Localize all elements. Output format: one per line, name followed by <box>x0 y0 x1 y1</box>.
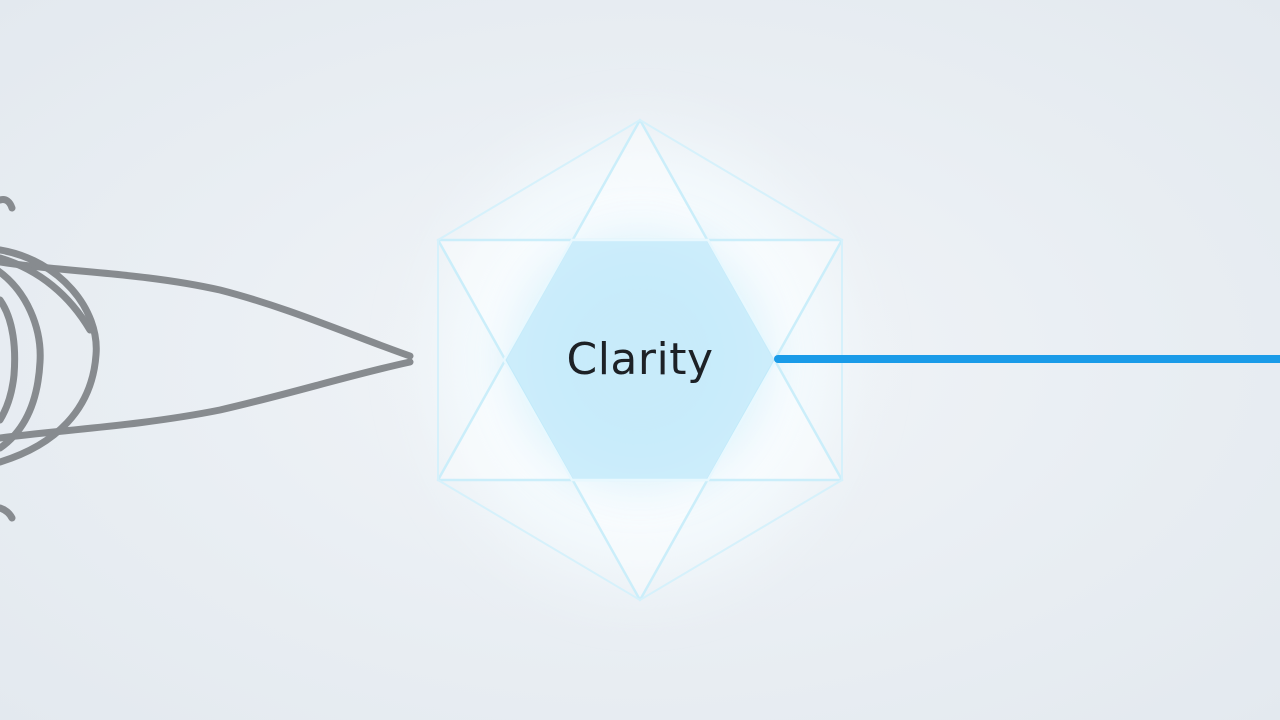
tangle-loop-outer <box>0 246 100 466</box>
tangle-loop-inner <box>0 296 19 424</box>
star-inner-hexagon <box>502 238 778 482</box>
tangle-loop-middle <box>0 268 44 452</box>
tangle-cross-strand <box>0 254 94 334</box>
tangle-strand-upper <box>0 258 414 360</box>
clarity-label: Clarity <box>566 334 714 385</box>
tangle-edge-arc-top <box>0 196 16 212</box>
tangled-lines <box>0 196 414 522</box>
tangle-edge-arc-bottom <box>0 504 16 522</box>
star-hexagon-outline <box>437 118 843 602</box>
